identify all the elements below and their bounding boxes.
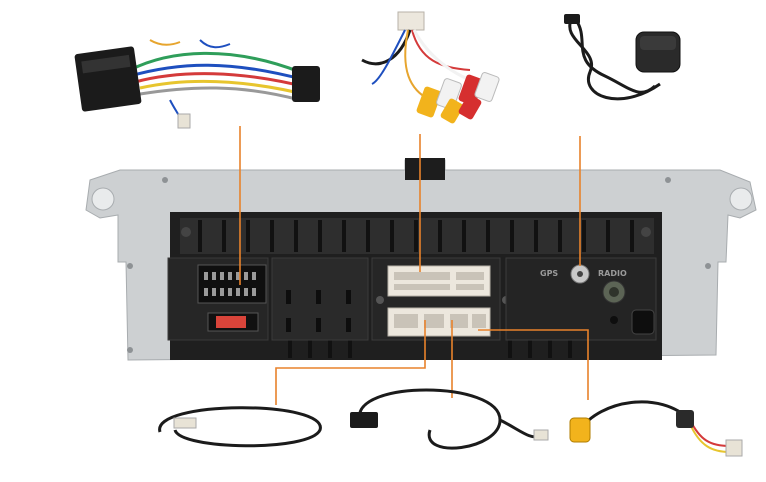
- gps-antenna: [564, 14, 681, 101]
- usb-cable: [350, 388, 549, 450]
- iso-socket: [197, 264, 267, 304]
- radio-port-label: RADIO: [598, 269, 627, 278]
- usb-port: [631, 309, 655, 335]
- rca-av-harness: [361, 11, 500, 124]
- camera-rca-cable: [569, 400, 743, 457]
- cable-a: [158, 406, 322, 448]
- leader-lines: [239, 126, 589, 405]
- gps-port-label: GPS: [540, 269, 558, 278]
- rca-white-connector: [387, 265, 491, 297]
- main-power-harness: [74, 39, 320, 129]
- head-unit: GPS RADIO: [85, 158, 757, 361]
